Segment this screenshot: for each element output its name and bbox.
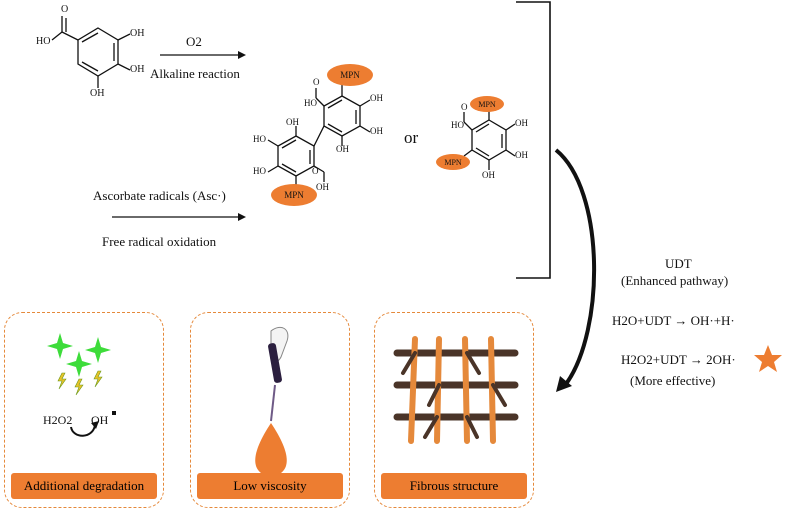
fibrous-network-illustration <box>393 336 519 444</box>
mpn-badge-monomer-top: MPN <box>470 96 504 112</box>
dimer-ho-2: HO <box>253 166 266 176</box>
dimer-oh-2: OH <box>370 126 383 136</box>
ascorbate-reagent-label: Ascorbate radicals (Asc·) <box>93 188 226 203</box>
gallic-ho-label: HO <box>36 36 51 47</box>
mpn-label: MPN <box>284 190 304 200</box>
mpn-badge-dimer-bottom: MPN <box>271 184 317 206</box>
udt-reaction-2: H2O2+UDT → 2OH· <box>621 352 736 367</box>
mpn-label: MPN <box>444 157 462 167</box>
monomer-o: O <box>461 102 468 112</box>
low-viscosity-label: Low viscosity <box>197 473 343 499</box>
dimer-cooh-top-o: O <box>313 77 320 87</box>
star-icon <box>754 345 782 372</box>
panel-low-viscosity: Low viscosity <box>190 312 350 508</box>
udt-subtitle: (Enhanced pathway) <box>621 273 729 288</box>
monomer-ho: HO <box>451 120 464 130</box>
mpn-label: MPN <box>478 99 496 109</box>
o2-reagent-label: O2 <box>186 34 202 49</box>
dimer-oh-3: OH <box>336 144 349 154</box>
udt-reaction-1: H2O+UDT → OH·+H· <box>612 313 735 328</box>
mpn-label: MPN <box>340 70 360 80</box>
gallic-oh-label-3: OH <box>90 88 105 99</box>
gallic-o-label: O <box>61 4 69 15</box>
udt-title: UDT <box>665 256 692 271</box>
monomer-oh-2: OH <box>515 150 528 160</box>
gallic-oh-label-2: OH <box>130 64 145 75</box>
radical-sparkle-icons <box>47 333 111 437</box>
monomer-oh-1: OH <box>515 118 528 128</box>
mpn-badge-monomer-left: MPN <box>436 154 470 170</box>
dimer-cooh-top-ho: HO <box>304 98 317 108</box>
dimer-oh-1: OH <box>370 93 383 103</box>
alkaline-reaction-label: Alkaline reaction <box>150 66 240 81</box>
panel-fibrous-structure: Fibrous structure <box>374 312 534 508</box>
fibrous-structure-label: Fibrous structure <box>381 473 527 499</box>
or-connector: or <box>404 128 419 147</box>
panel-additional-degradation: H2O2 OH Additional degradation <box>4 312 164 508</box>
dimer-cooh-bottom-oh: OH <box>316 182 329 192</box>
dimer-oh-4: OH <box>286 117 299 127</box>
additional-degradation-label: Additional degradation <box>11 473 157 499</box>
udt-note: (More effective) <box>630 373 716 388</box>
radical-dot <box>112 411 116 415</box>
mpn-badge-dimer-top: MPN <box>327 64 373 86</box>
gallic-oh-label-1: OH <box>130 28 145 39</box>
free-radical-oxidation-label: Free radical oxidation <box>102 234 217 249</box>
species-oh-radical-label: OH <box>91 413 109 427</box>
pipette-drop-illustration <box>255 326 289 477</box>
dimer-ho-1: HO <box>253 134 266 144</box>
dimer-cooh-bottom-o: O <box>312 166 319 176</box>
species-h2o2-label: H2O2 <box>43 413 73 427</box>
monomer-oh-3: OH <box>482 170 495 180</box>
